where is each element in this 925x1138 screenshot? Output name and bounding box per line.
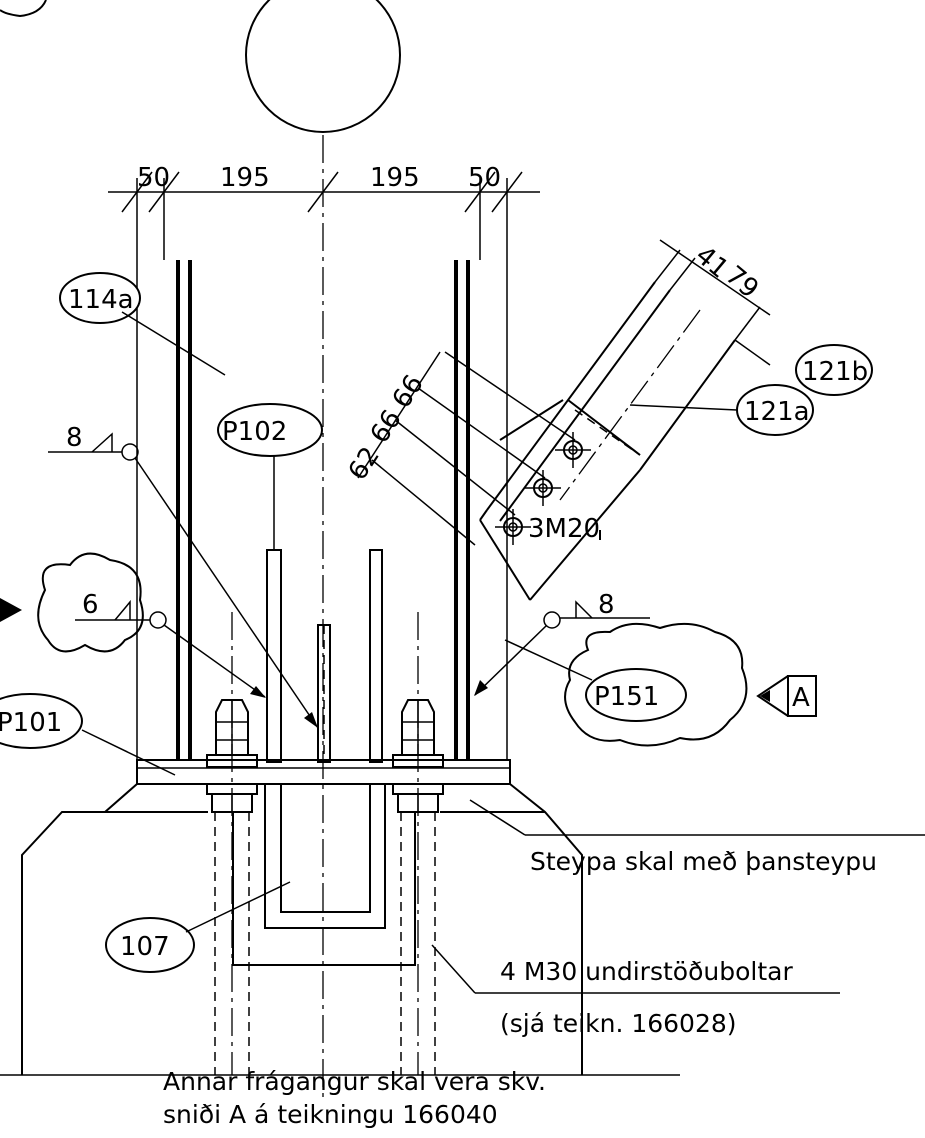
dim-top-3: 195 — [370, 163, 420, 193]
dim-splice-1: 62 — [343, 442, 386, 486]
grout-note-leader — [469, 799, 526, 836]
revision-cloud-right — [564, 622, 748, 747]
tag-p101-leader — [81, 729, 176, 776]
plates-p102 — [266, 455, 383, 763]
tag-121b-oval — [795, 344, 873, 396]
splice-dimension-chain — [357, 351, 576, 546]
concrete-foundation — [0, 783, 680, 1076]
top-column-circle — [245, 0, 401, 133]
weld-symbol-left-upper — [48, 432, 319, 729]
section-marker-left — [0, 598, 22, 622]
weld-right-size: 8 — [598, 590, 615, 620]
section-marker-right-box — [787, 675, 817, 717]
revision-cloud-left — [37, 552, 144, 653]
tag-p151-leader — [504, 639, 593, 681]
column-114a — [136, 260, 508, 760]
footer-note-line-1: Annar frágangur skal vera skv. — [163, 1067, 546, 1096]
tag-121a: 121a — [744, 397, 810, 427]
top-dimension-chain — [108, 171, 540, 260]
tag-114a-oval — [59, 272, 141, 324]
weld-left-lower-size: 6 — [82, 590, 99, 620]
tag-121a-leader — [629, 404, 738, 411]
weld-symbol-left-lower — [75, 599, 266, 698]
weld-symbol-right — [474, 600, 650, 696]
dim-top-1: 50 — [137, 163, 170, 193]
tag-p102: P102 — [222, 417, 287, 447]
tag-107: 107 — [120, 932, 170, 962]
brace-top-dimension-chain — [654, 239, 771, 366]
anchor-sleeves — [214, 812, 436, 1075]
anchor-note-line-2: (sjá teikn. 166028) — [500, 1009, 737, 1038]
tag-p151: P151 — [594, 682, 659, 712]
base-plate-p101 — [136, 759, 511, 785]
anchor-note-leader — [431, 944, 476, 994]
tag-121b: 121b — [802, 357, 868, 387]
dim-top-4: 50 — [468, 163, 501, 193]
bolts-label: 3M20 — [528, 514, 600, 544]
pocket-107 — [232, 784, 416, 966]
section-marker-right-fill — [760, 690, 770, 702]
tag-p101: P101 — [0, 708, 62, 738]
section-marker-label: A — [792, 683, 810, 713]
dim-top-2: 195 — [220, 163, 270, 193]
tag-107-leader — [185, 881, 291, 933]
brace-plate-121a — [499, 399, 641, 540]
top-left-partial-circle — [0, 0, 47, 18]
tag-114a-leader — [121, 311, 226, 376]
section-marker-right-arrow — [756, 675, 789, 717]
tag-p102-oval — [217, 403, 323, 457]
tag-p101-oval — [0, 693, 83, 749]
tag-107-oval — [105, 917, 195, 973]
tag-114a: 114a — [68, 285, 134, 315]
brace-121b — [479, 281, 736, 601]
grout-note: Steypa skal með þansteypu — [530, 847, 877, 876]
weld-left-upper-size: 8 — [66, 423, 83, 453]
tag-p151-oval — [585, 668, 687, 722]
brace-bolts — [495, 432, 591, 545]
footer-note-line-2: sniði A á teikningu 166040 — [163, 1100, 498, 1129]
anchor-note-line-1: 4 M30 undirstöðuboltar — [500, 957, 793, 986]
